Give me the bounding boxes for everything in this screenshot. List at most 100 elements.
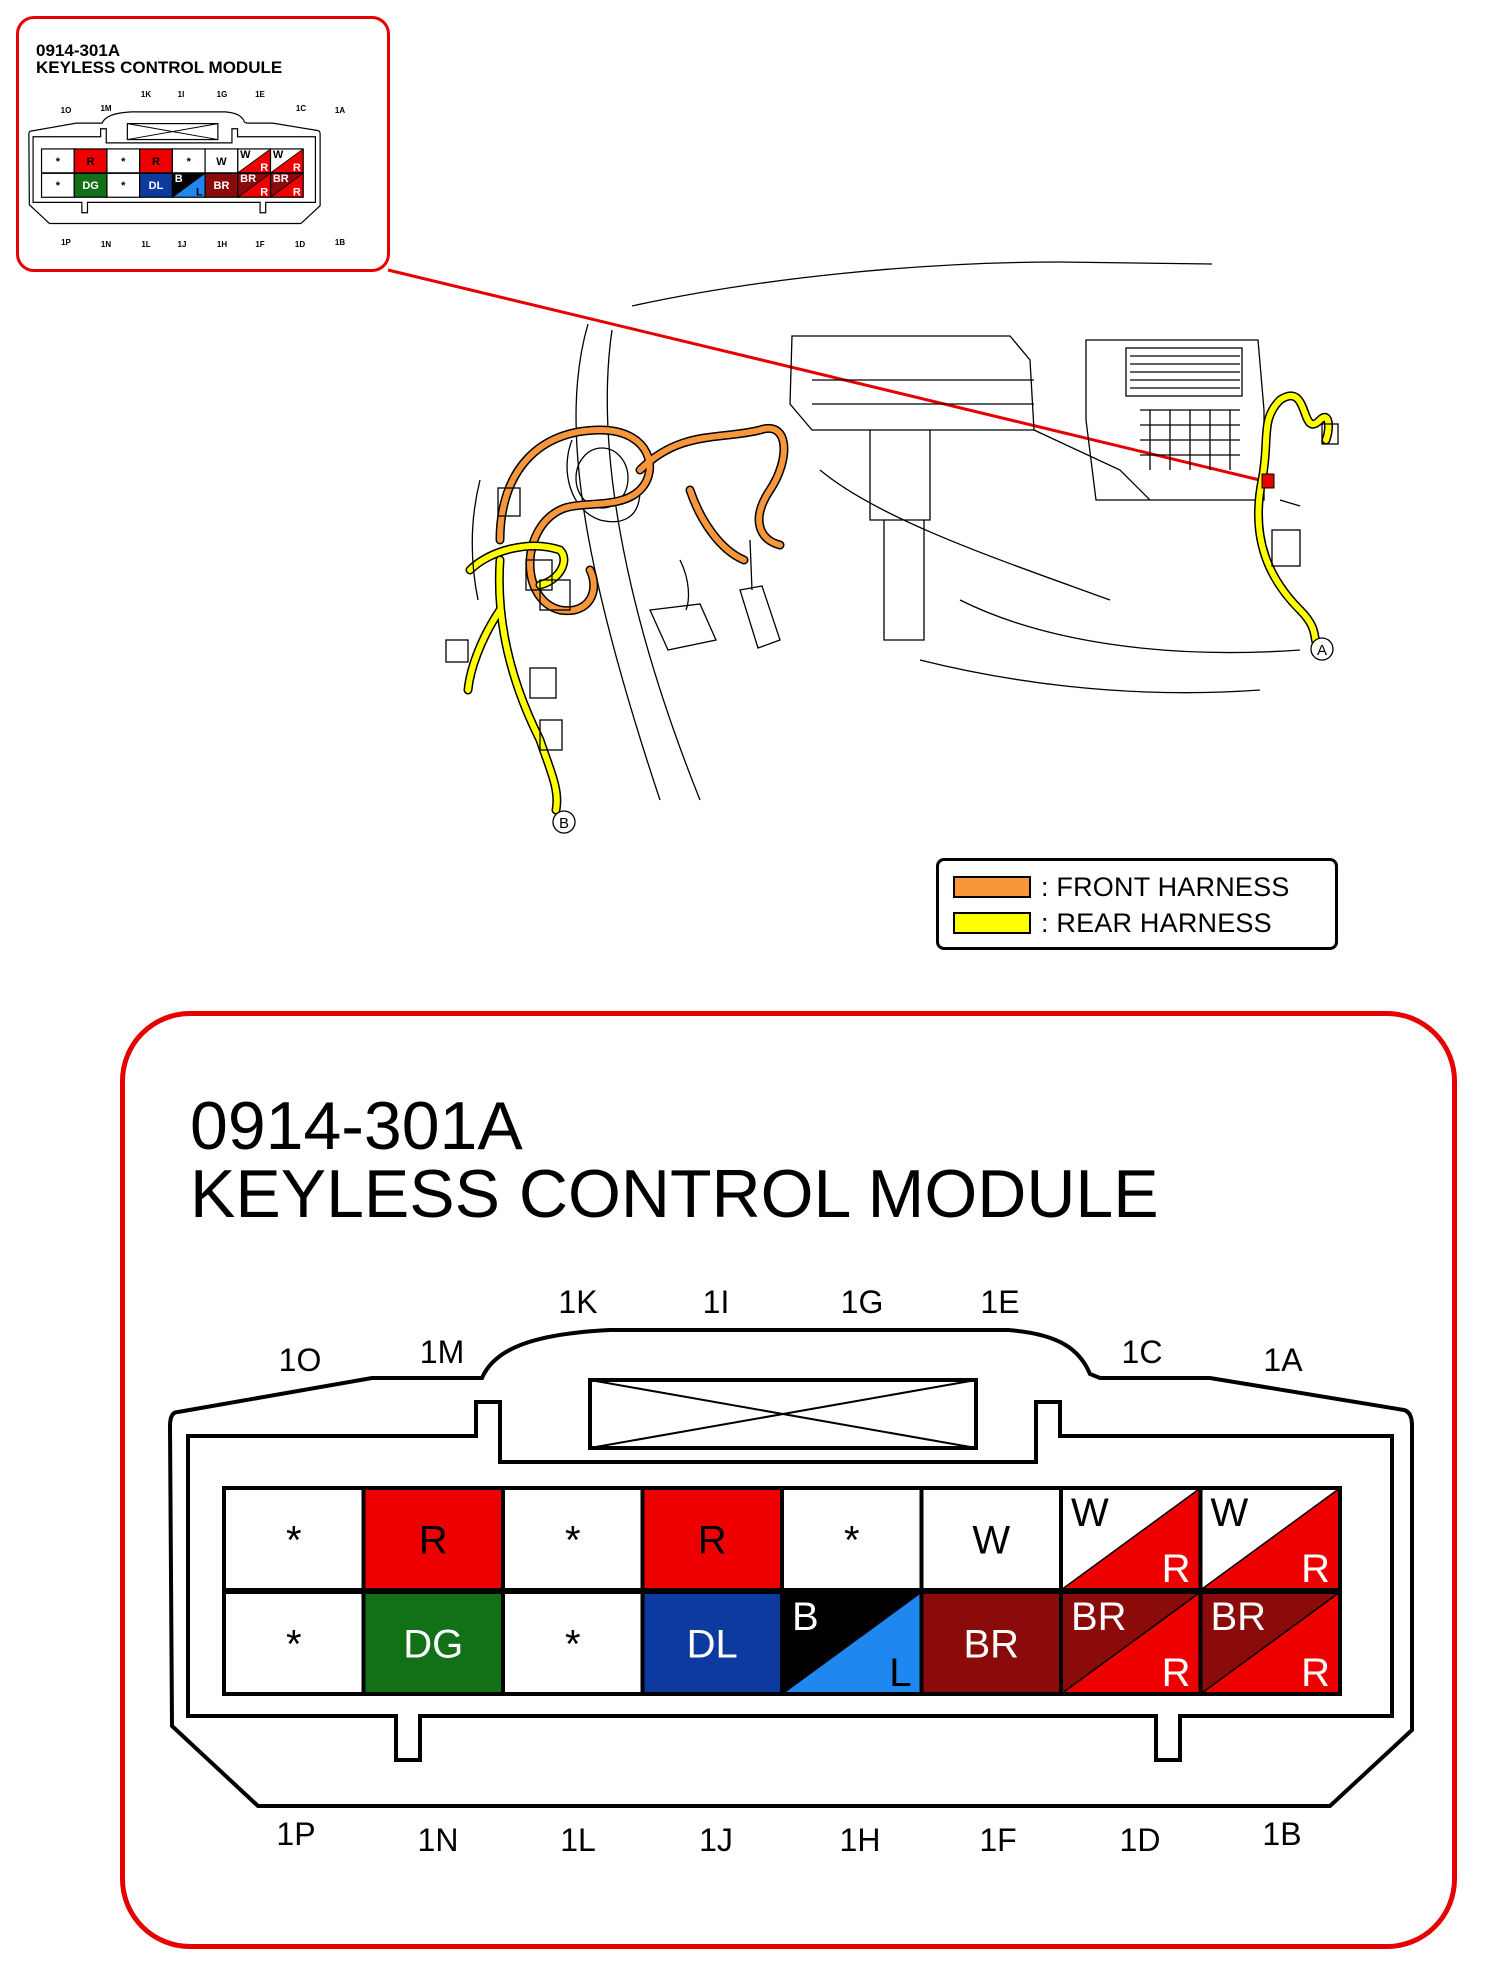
pin-wire-color-top: B xyxy=(792,1595,819,1639)
pin-label-1i: 1I xyxy=(702,1284,730,1320)
pin-color xyxy=(106,148,140,173)
pin-cell-1e: W xyxy=(919,1486,1063,1592)
pin-color xyxy=(74,173,107,198)
pin-label-1o: 1O xyxy=(278,1342,322,1378)
pin-wire-color-bottom: R xyxy=(1162,1547,1191,1591)
connector-title: 0914-301A KEYLESS CONTROL MODULE xyxy=(190,1092,1159,1228)
pin-label-1e: 1E xyxy=(255,90,265,99)
pin-color xyxy=(74,148,107,173)
pin-diagonal xyxy=(1200,1487,1341,1591)
pin-label-1o: 1O xyxy=(60,106,72,115)
pin-wire-color: * xyxy=(121,180,126,192)
pin-cell-1l: * xyxy=(501,1590,645,1696)
pin-wire-color: W xyxy=(972,1518,1010,1562)
pin-color xyxy=(642,1592,782,1694)
pin-wire-color-bottom: R xyxy=(260,186,268,198)
callout-b-letter: B xyxy=(559,815,569,832)
pin-label-1l: 1L xyxy=(560,1822,596,1858)
pin-color xyxy=(41,148,75,173)
module-name: KEYLESS CONTROL MODULE xyxy=(190,1156,1159,1232)
pin-wire-color-bottom: R xyxy=(260,162,268,174)
pin-diagonal xyxy=(172,173,206,198)
pin-cell-1b: BRR xyxy=(1198,1590,1342,1696)
pin-cell-1i: R xyxy=(640,1486,784,1592)
pin-wire-color: W xyxy=(216,156,227,168)
pin-wire-color: DG xyxy=(82,180,99,192)
pin-color xyxy=(363,1592,503,1694)
pin-label-1n: 1N xyxy=(100,240,112,249)
pin-label-1h: 1H xyxy=(216,240,228,249)
pin-label-1m: 1M xyxy=(419,1334,465,1370)
pin-label-1a: 1A xyxy=(334,106,346,115)
pin-color xyxy=(139,173,173,198)
callout-a-letter: A xyxy=(1317,642,1327,659)
pin-wire-color: * xyxy=(565,1518,581,1562)
pin-cell-1b: BRR xyxy=(269,172,304,198)
pin-color xyxy=(172,148,206,173)
rear-harness-swatch xyxy=(953,912,1031,934)
pin-cell-1j: DL xyxy=(640,1590,784,1696)
pin-color xyxy=(642,1488,782,1590)
connector-housing xyxy=(167,1328,1414,1808)
pin-diagonal xyxy=(270,173,304,198)
pin-wire-color-top: W xyxy=(1071,1491,1109,1535)
pin-cell-1f: BR xyxy=(919,1590,1063,1696)
pin-wire-color-bottom: R xyxy=(1301,1547,1330,1591)
pin-wire-color: DL xyxy=(149,180,164,192)
pin-wire-color: * xyxy=(286,1518,302,1562)
callout-leader-line xyxy=(387,268,1269,484)
pin-wire-color: * xyxy=(286,1622,302,1666)
pin-color xyxy=(224,1488,364,1590)
connector-inset-box xyxy=(16,16,390,272)
pin-color xyxy=(921,1488,1061,1590)
housing-inner-outline xyxy=(186,1400,1394,1762)
pin-color xyxy=(363,1488,503,1590)
pin-wire-color: DG xyxy=(403,1622,463,1666)
pin-wire-color: * xyxy=(565,1622,581,1666)
pin-label-1e: 1E xyxy=(980,1284,1020,1320)
pin-wire-color-top: W xyxy=(273,149,284,161)
pin-label-1k: 1K xyxy=(140,90,152,99)
pin-label-1j: 1J xyxy=(177,240,187,249)
pin-wire-color-bottom: R xyxy=(293,186,301,198)
pin-wire-color: * xyxy=(56,180,61,192)
pin-wire-color: DL xyxy=(687,1622,738,1666)
pin-diagonal xyxy=(270,148,304,174)
pin-wire-color: R xyxy=(698,1518,727,1562)
front-harness-swatch xyxy=(953,876,1031,898)
keyless-module-marker xyxy=(1261,473,1275,489)
pin-wire-color: R xyxy=(152,156,160,168)
pin-cell-1h: BL xyxy=(780,1590,924,1696)
pin-wire-color: R xyxy=(419,1518,448,1562)
pin-cell-1c: WR xyxy=(237,148,272,174)
pin-cell-1p: * xyxy=(222,1590,366,1696)
pin-cell-1c: WR xyxy=(1059,1486,1203,1592)
pin-color xyxy=(106,173,140,198)
pin-color xyxy=(224,1592,364,1694)
pin-wire-color-top: BR xyxy=(1211,1595,1267,1639)
harness-legend: : FRONT HARNESS : REAR HARNESS xyxy=(936,858,1338,950)
pin-color xyxy=(503,1488,643,1590)
dashboard-illustration: A B xyxy=(387,261,1339,834)
pin-label-1f: 1F xyxy=(255,240,265,249)
inset-part-number: 0914-301A xyxy=(36,41,121,60)
pin-color xyxy=(205,148,238,173)
pin-cell-border xyxy=(1198,1590,1342,1696)
pin-wire-color: BR xyxy=(214,180,230,192)
pin-label-1d: 1D xyxy=(1119,1822,1161,1858)
pin-wire-color: BR xyxy=(963,1622,1019,1666)
pin-label-1n: 1N xyxy=(417,1822,459,1858)
pin-wire-color-bottom: L xyxy=(196,186,203,198)
pin-color xyxy=(921,1592,1061,1694)
pin-diagonal xyxy=(237,173,271,198)
pin-label-1k: 1K xyxy=(558,1284,598,1320)
lock-tab-x xyxy=(127,123,218,141)
pin-label-1g: 1G xyxy=(840,1284,884,1320)
pin-wire-color: R xyxy=(87,156,95,168)
housing-outline xyxy=(167,1328,1414,1808)
pin-diagonal xyxy=(781,1591,922,1695)
pin-cell-1d: BRR xyxy=(1059,1590,1203,1696)
pin-wire-color: * xyxy=(56,156,61,168)
pin-color xyxy=(503,1592,643,1694)
